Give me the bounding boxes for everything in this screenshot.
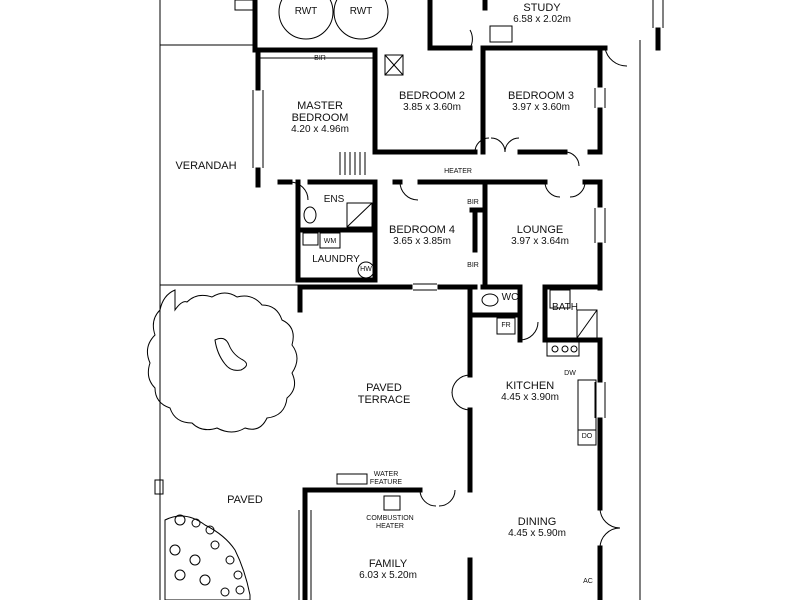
bed4-dim: 3.65 x 3.85m [393,236,451,247]
lounge-name: LOUNGE [516,224,564,236]
ensuite-label: ENS [323,194,345,205]
master-name-2: BEDROOM [291,112,349,124]
bath-label: BATH [552,302,578,313]
do-label: DO [581,433,593,440]
wc-label: WC [501,292,519,303]
bir-label-a: BIR [467,199,479,206]
bed2-dim: 3.85 x 3.60m [403,102,461,113]
family-label: FAMILY 6.03 x 5.20m [359,558,417,582]
hw-label: HW [360,266,372,273]
lounge-label: LOUNGE 3.97 x 3.64m [511,224,569,248]
combustion-1: COMBUSTION [366,515,414,522]
paved-terrace-1: PAVED [366,382,402,394]
dining-label: DINING 4.45 x 5.90m [508,516,566,540]
windows [252,0,664,600]
family-name: FAMILY [368,558,408,570]
wm-label: WM [323,238,337,245]
fr-label: FR [501,322,511,329]
bir-top-label: BIR [314,55,326,62]
doors [289,29,628,549]
bed2-name: BEDROOM 2 [398,90,466,102]
site-boundary [159,0,641,600]
stairs [339,152,366,175]
bedroom-3-label: BEDROOM 3 3.97 x 3.60m [508,90,574,114]
water-feature-2: FEATURE [369,479,403,486]
combustion-heater-label: COMBUSTION HEATER [366,515,413,531]
kitchen-dim: 4.45 x 3.90m [501,392,559,403]
ac-label: AC [583,578,593,585]
tree-canopy [146,289,298,600]
bed3-name: BEDROOM 3 [507,90,575,102]
paved-terrace-label: PAVED TERRACE [358,382,411,406]
paved-label: PAVED [227,494,263,506]
laundry-label: LAUNDRY [312,254,360,265]
kitchen-label: KITCHEN 4.45 x 3.90m [501,380,559,404]
study-dim: 6.58 x 2.02m [513,14,571,25]
verandah-label: VERANDAH [175,160,237,172]
bed4-name: BEDROOM 4 [388,224,456,236]
master-name-1: MASTER [297,100,343,112]
bedroom-2-label: BEDROOM 2 3.85 x 3.60m [399,90,465,114]
fixtures [302,25,598,511]
water-feature-label: WATER FEATURE [370,471,402,487]
family-dim: 6.03 x 5.20m [359,570,417,581]
master-bedroom-label: MASTER BEDROOM 4.20 x 4.96m [291,100,349,136]
study-name: STUDY [523,2,561,14]
water-feature-1: WATER [373,471,399,478]
bir-label-b: BIR [467,262,479,269]
dw-label: DW [564,370,576,377]
bedroom-4-label: BEDROOM 4 3.65 x 3.85m [389,224,455,248]
lounge-dim: 3.97 x 3.64m [511,236,569,247]
study-label: STUDY 6.58 x 2.02m [513,2,571,26]
dining-name: DINING [517,516,557,528]
kitchen-name: KITCHEN [505,380,555,392]
master-dim: 4.20 x 4.96m [291,124,349,135]
heater-label: HEATER [444,168,472,175]
paved-terrace-2: TERRACE [357,394,411,406]
rwt-label-2: RWT [349,6,373,17]
bed3-dim: 3.97 x 3.60m [512,102,570,113]
combustion-2: HEATER [376,523,404,530]
walls [252,0,661,600]
dining-dim: 4.45 x 5.90m [508,528,566,539]
rwt-label-1: RWT [294,6,318,17]
